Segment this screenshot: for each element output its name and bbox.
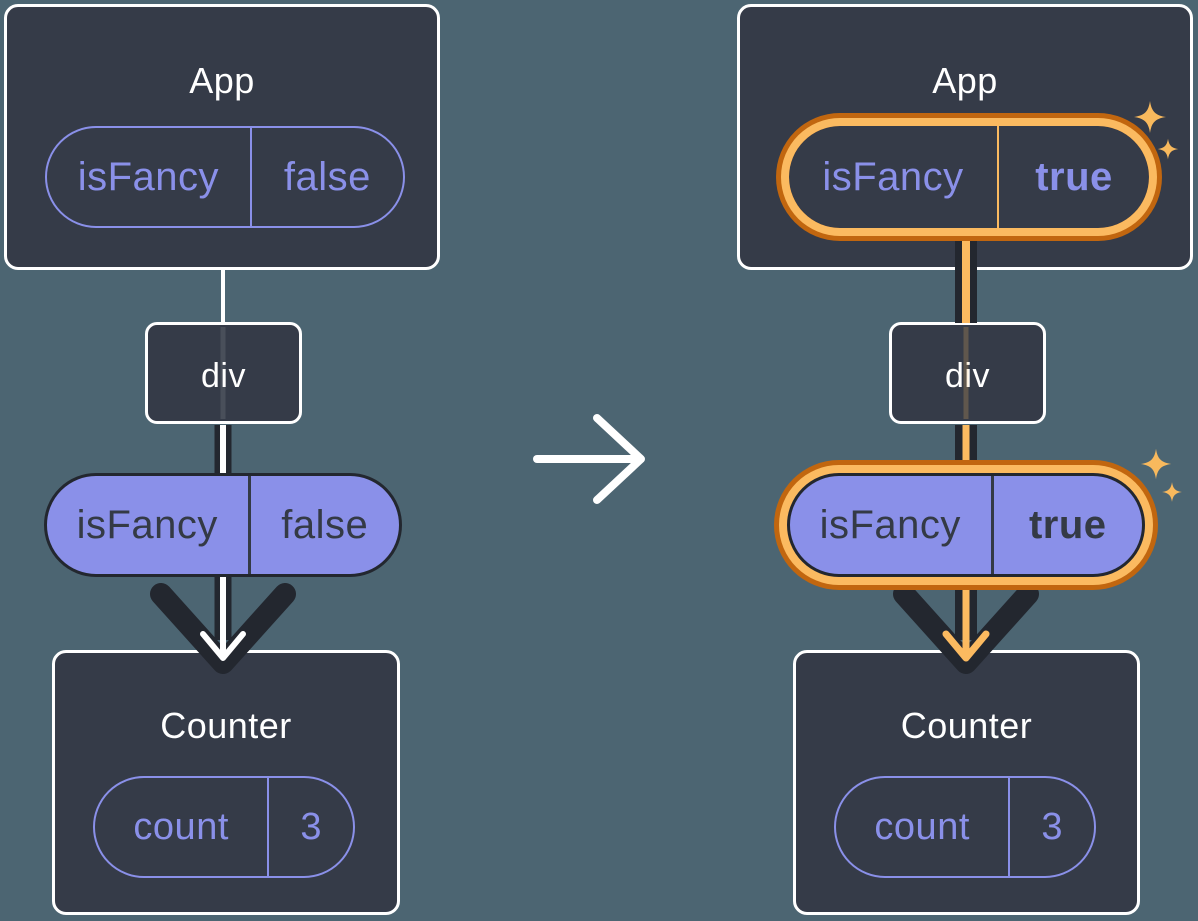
state-key: count xyxy=(133,805,229,848)
app-component-box-after: App isFancy true xyxy=(737,4,1193,270)
arrow-right-icon xyxy=(533,414,645,504)
div-element-box-before: div xyxy=(145,322,302,424)
component-title: Counter xyxy=(900,705,1033,746)
app-state-pill-before: isFancy false xyxy=(45,126,405,228)
component-title: App xyxy=(189,60,255,101)
counter-state-pill-before: count 3 xyxy=(93,776,355,878)
prop-value: true xyxy=(990,476,1142,574)
sparkle-icon xyxy=(1140,448,1172,480)
app-state-pill-after-highlighted: isFancy true xyxy=(789,126,1149,228)
prop-value: false xyxy=(247,476,399,574)
app-component-box-before: App isFancy false xyxy=(4,4,440,270)
counter-component-box-before: Counter count 3 xyxy=(52,650,400,915)
state-value: 3 xyxy=(1008,778,1094,876)
prop-key: isFancy xyxy=(76,502,218,547)
state-value: true xyxy=(997,126,1149,228)
counter-component-box-after: Counter count 3 xyxy=(793,650,1140,915)
state-key: isFancy xyxy=(822,154,964,199)
prop-pill-before: isFancy false xyxy=(44,473,402,577)
state-value: 3 xyxy=(267,778,353,876)
state-key: count xyxy=(874,805,970,848)
prop-key: isFancy xyxy=(819,502,961,547)
counter-state-pill-after: count 3 xyxy=(834,776,1096,878)
sparkle-icon xyxy=(1162,482,1182,502)
prop-pill-after-highlighted: isFancy true xyxy=(787,473,1145,577)
state-key: isFancy xyxy=(77,154,219,199)
element-title: div xyxy=(945,357,990,395)
div-element-box-after: div xyxy=(889,322,1046,424)
state-value: false xyxy=(249,128,403,226)
component-title: App xyxy=(932,60,998,101)
component-title: Counter xyxy=(160,705,292,746)
element-title: div xyxy=(201,357,246,395)
